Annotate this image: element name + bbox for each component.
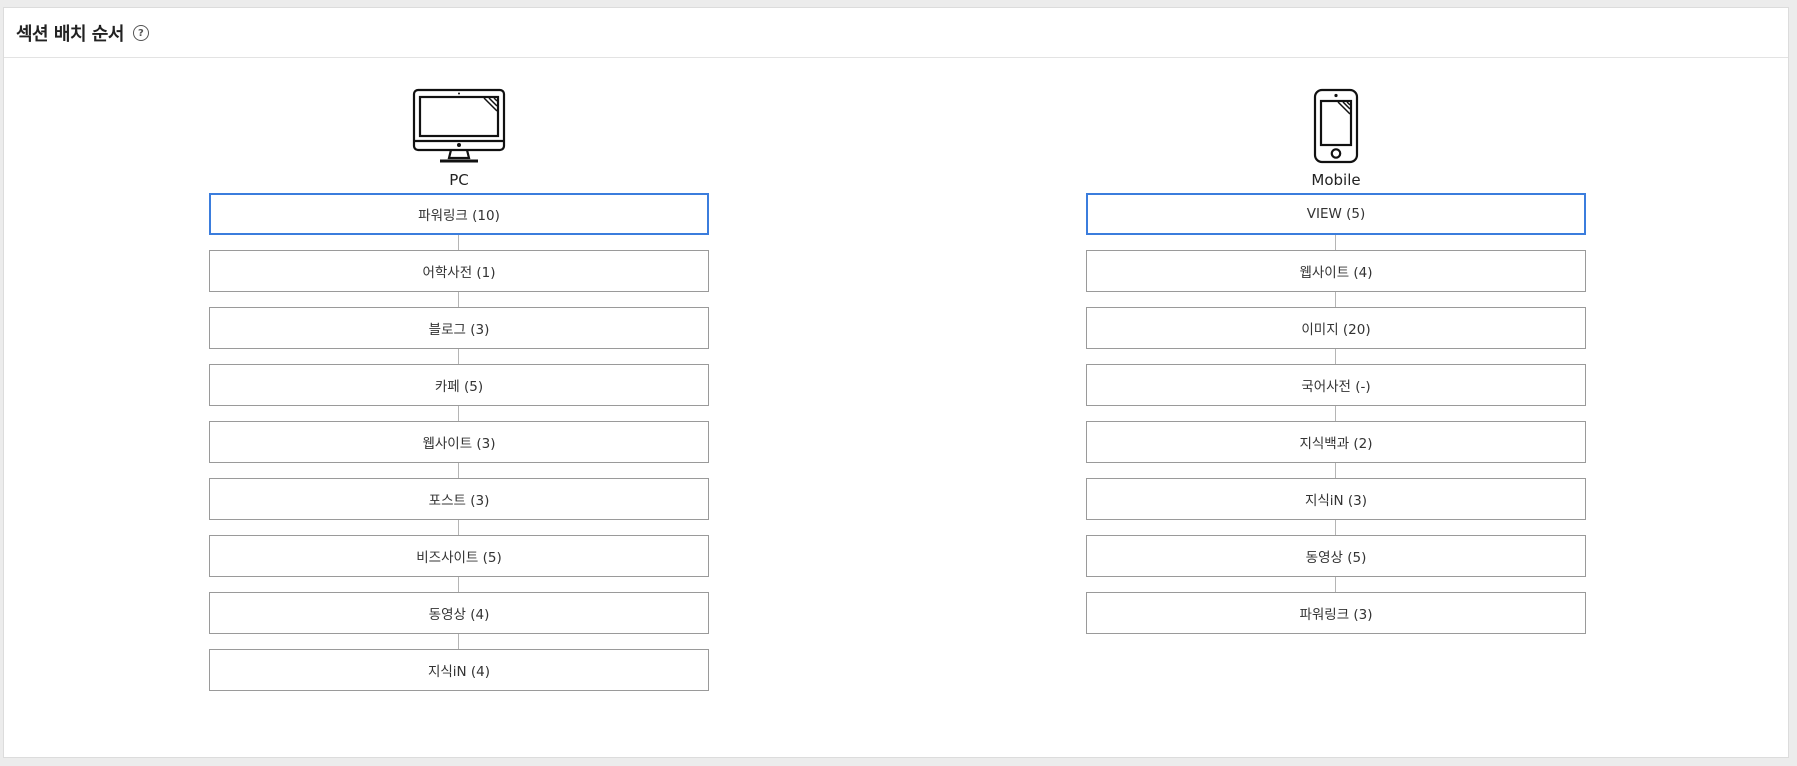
mobile-section-item[interactable]: 지식백과 (2) [1086,421,1586,463]
connector-line [1335,235,1336,250]
connector-line [1335,406,1336,421]
pc-section-item-label: 어학사전 (1) [422,265,496,281]
mobile-section-item-label: VIEW (5) [1306,206,1366,222]
pc-label: PC [449,171,469,189]
connector-line [458,292,459,307]
mobile-section-item[interactable]: 국어사전 (-) [1086,364,1586,406]
mobile-section-item[interactable]: 웹사이트 (4) [1086,250,1586,292]
mobile-section-item-label: 지식iN (3) [1304,493,1368,509]
mobile-section-item-label: 이미지 (20) [1301,322,1371,338]
smartphone-icon [1086,88,1586,166]
mobile-section-item[interactable]: 동영상 (5) [1086,535,1586,577]
connector-line [458,406,459,421]
pc-section-item[interactable]: 블로그 (3) [209,307,709,349]
panel-header: 섹션 배치 순서 ? [4,8,1788,58]
mobile-section-item[interactable]: 지식iN (3) [1086,478,1586,520]
pc-section-item[interactable]: 카페 (5) [209,364,709,406]
mobile-section-item[interactable]: 파워링크 (3) [1086,592,1586,634]
mobile-section-item-label: 지식백과 (2) [1299,436,1373,452]
pc-section-item-label: 비즈사이트 (5) [416,550,502,566]
mobile-label: Mobile [1311,171,1361,189]
help-icon[interactable]: ? [132,25,149,41]
section-order-panel: 섹션 배치 순서 ? PC 파워링크 (10) 어학사전 (1) 블 [3,7,1789,758]
mobile-section-item-label: 파워링크 (3) [1299,607,1373,623]
pc-section-item-label: 포스트 (3) [428,493,490,509]
pc-section-item[interactable]: 지식iN (4) [209,649,709,691]
mobile-section-list: VIEW (5) 웹사이트 (4) 이미지 (20) 국어사전 (-) 지식백과… [1086,193,1586,634]
connector-line [1335,463,1336,478]
pc-section-item[interactable]: 어학사전 (1) [209,250,709,292]
mobile-section-item-label: 웹사이트 (4) [1299,265,1373,281]
pc-section-item[interactable]: 웹사이트 (3) [209,421,709,463]
pc-section-item[interactable]: 비즈사이트 (5) [209,535,709,577]
connector-line [1335,520,1336,535]
connector-line [1335,349,1336,364]
mobile-section-item[interactable]: 이미지 (20) [1086,307,1586,349]
pc-section-item-label: 지식iN (4) [427,664,491,680]
mobile-section-item-label: 동영상 (5) [1305,550,1367,566]
monitor-icon [209,88,709,166]
connector-line [458,634,459,649]
connector-line [1335,292,1336,307]
pc-section-item[interactable]: 포스트 (3) [209,478,709,520]
pc-section-item-label: 카페 (5) [434,379,484,395]
connector-line [458,520,459,535]
pc-section-item[interactable]: 파워링크 (10) [209,193,709,235]
pc-column: PC 파워링크 (10) 어학사전 (1) 블로그 (3) 카페 (5) 웹사이… [209,88,709,691]
mobile-section-item-label: 국어사전 (-) [1301,379,1371,395]
connector-line [458,235,459,250]
connector-line [458,349,459,364]
page-title: 섹션 배치 순서 [16,23,124,45]
pc-section-item-label: 동영상 (4) [428,607,490,623]
pc-section-item-label: 블로그 (3) [428,322,490,338]
connector-line [458,463,459,478]
connector-line [1335,577,1336,592]
mobile-section-item[interactable]: VIEW (5) [1086,193,1586,235]
connector-line [458,577,459,592]
pc-section-item-label: 파워링크 (10) [418,208,500,224]
mobile-column: Mobile VIEW (5) 웹사이트 (4) 이미지 (20) 국어사전 (… [1086,88,1586,634]
pc-section-list: 파워링크 (10) 어학사전 (1) 블로그 (3) 카페 (5) 웹사이트 (… [209,193,709,691]
pc-section-item-label: 웹사이트 (3) [422,436,496,452]
pc-section-item[interactable]: 동영상 (4) [209,592,709,634]
